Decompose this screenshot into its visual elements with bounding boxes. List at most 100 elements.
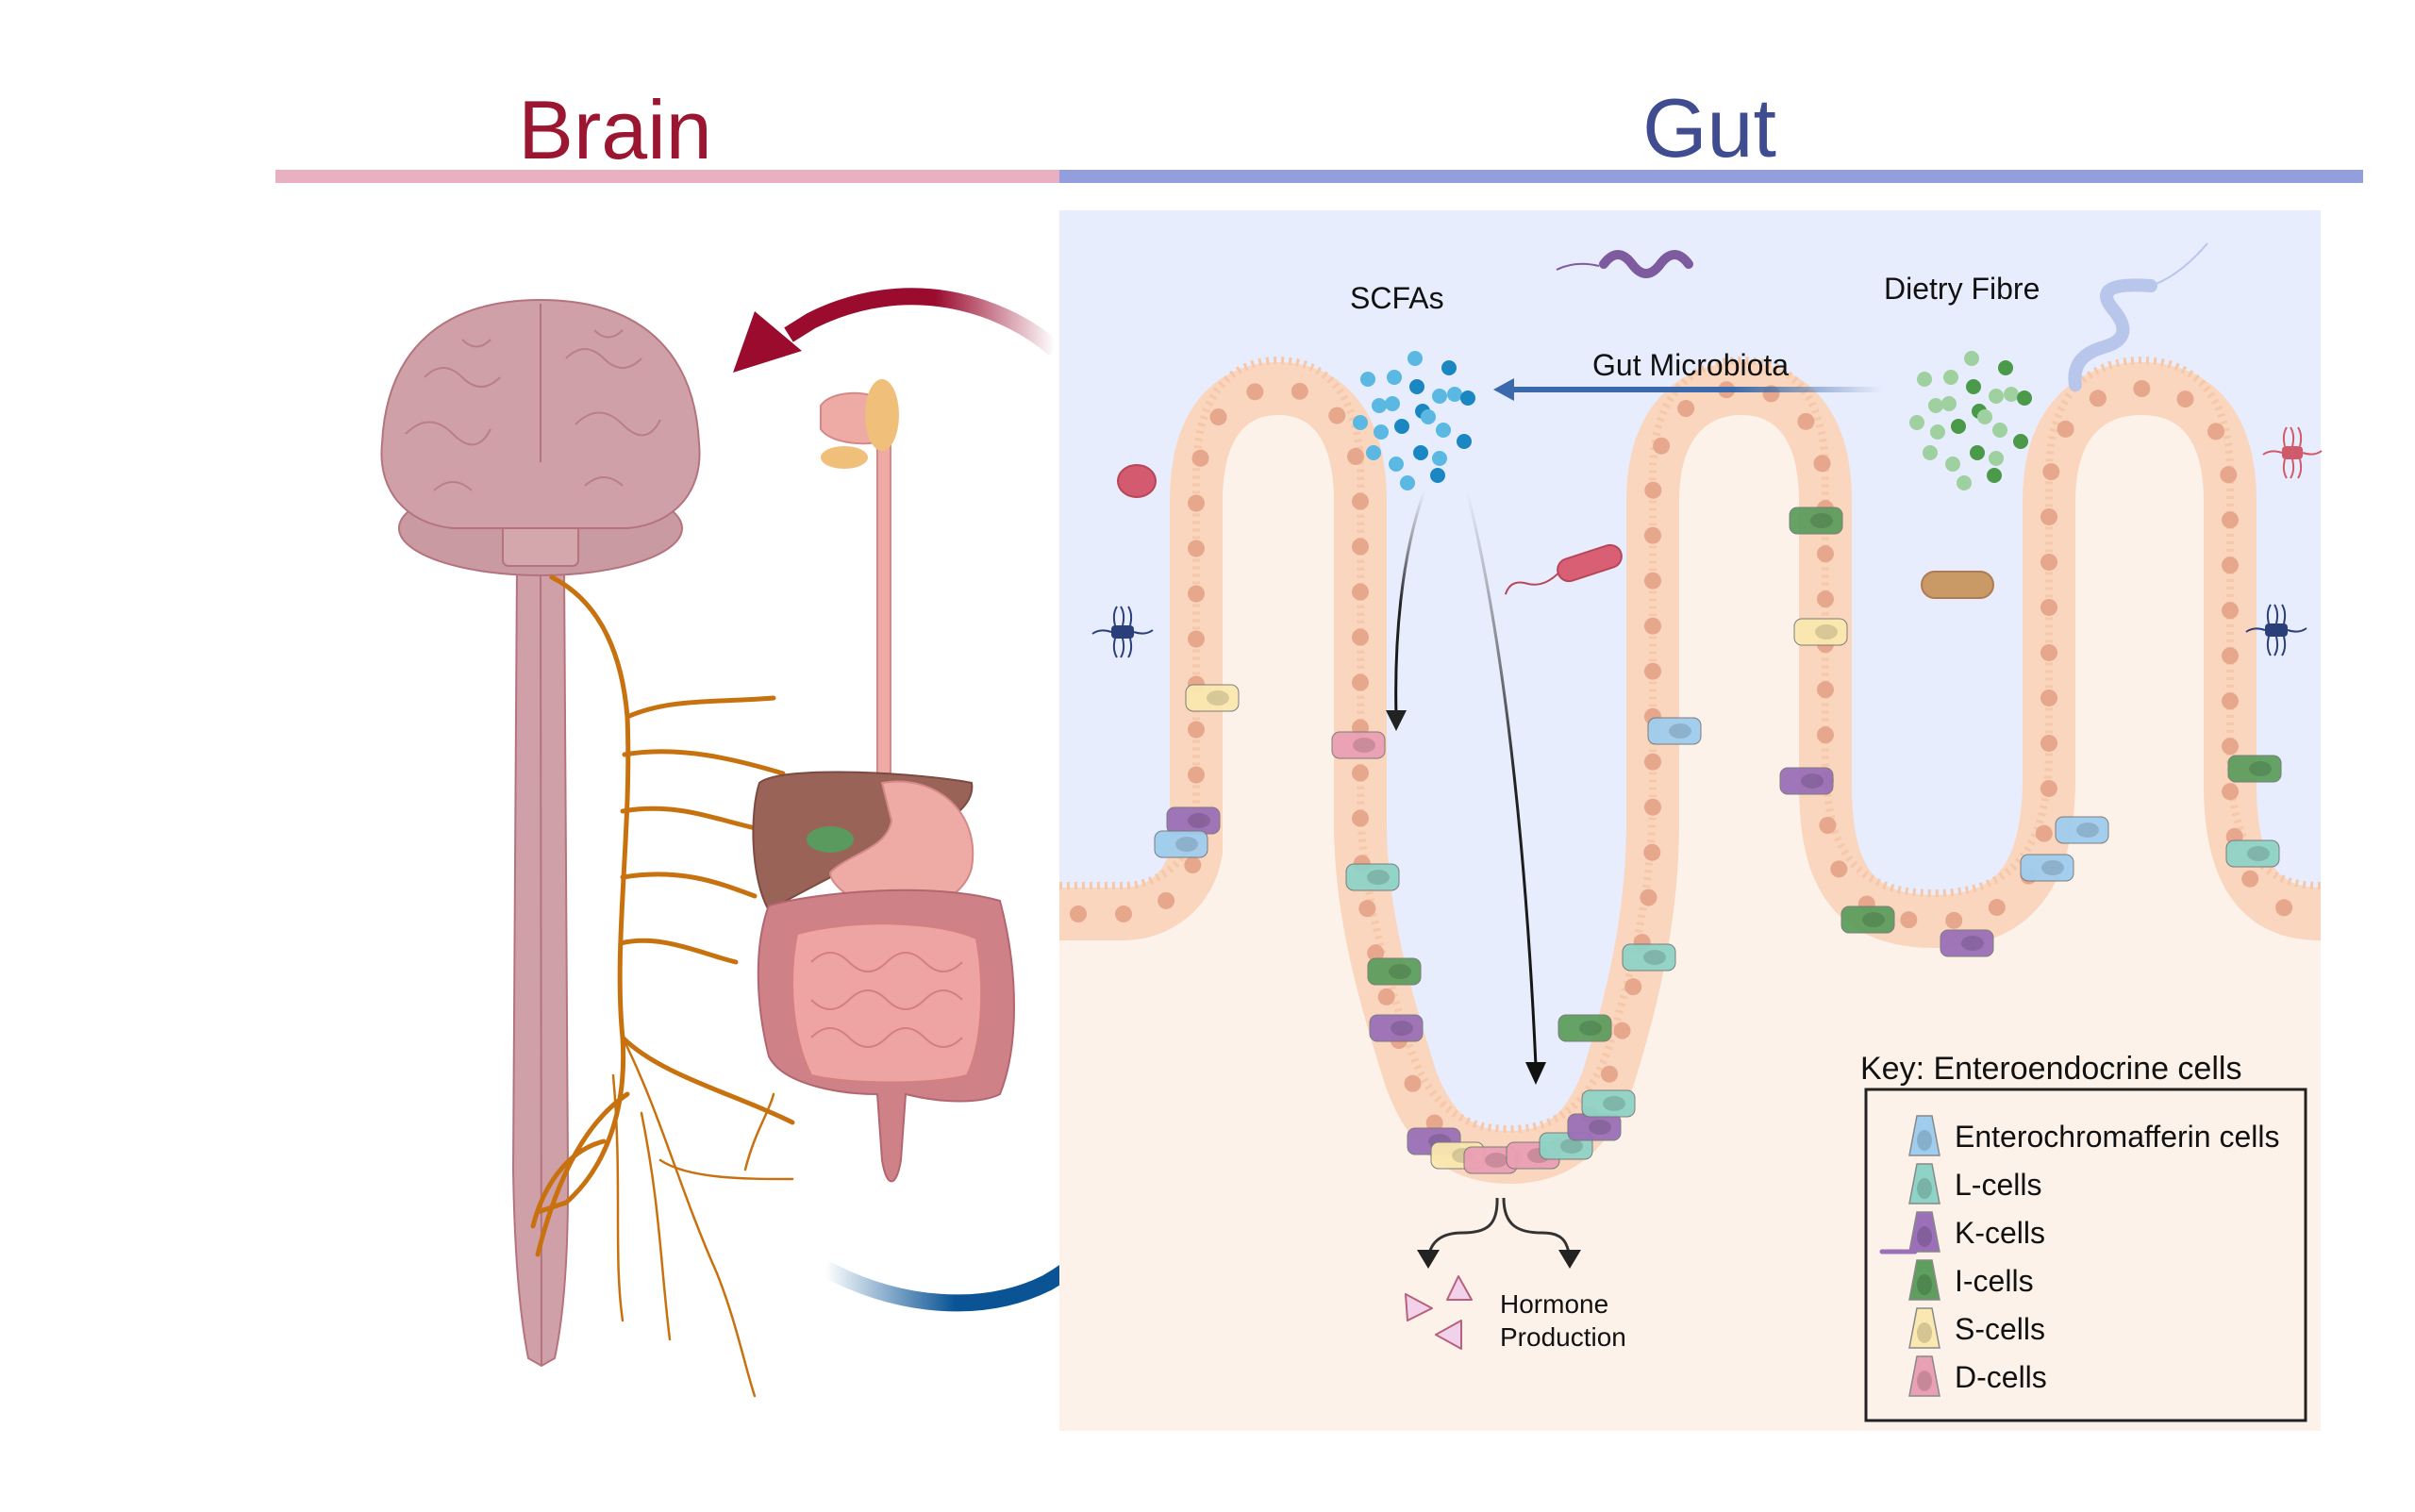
enterochromaffin-cell bbox=[2055, 816, 2109, 844]
scfa-molecule bbox=[1413, 445, 1428, 460]
gut-to-brain-arrow bbox=[733, 288, 1060, 373]
intestinal-tissue bbox=[1059, 415, 2321, 1431]
key-item: Enterochromafferin cells bbox=[1908, 1115, 2279, 1156]
i-cell bbox=[1789, 507, 1843, 535]
nucleus bbox=[1070, 906, 1087, 922]
nucleus bbox=[1404, 1074, 1422, 1092]
esophagus bbox=[876, 438, 891, 774]
k-cell-icon bbox=[1879, 1211, 1940, 1254]
k-cell bbox=[1940, 929, 1994, 957]
nucleus bbox=[2035, 824, 2053, 842]
gut-panel: SCFAs Dietry Fibre Gut Microbiota Hormo bbox=[1059, 210, 2323, 1431]
header: Brain Gut bbox=[275, 81, 2363, 183]
nucleus bbox=[2275, 899, 2293, 917]
nucleus bbox=[1188, 585, 1205, 603]
scfa-molecule bbox=[1385, 396, 1400, 411]
key-item: L-cells bbox=[1908, 1163, 2041, 1205]
scfa-molecule bbox=[1387, 370, 1402, 385]
fibre-molecule bbox=[1977, 409, 1992, 424]
brain-section-bar bbox=[275, 170, 1059, 183]
scfa-molecule bbox=[1457, 434, 1472, 449]
fibre-molecule bbox=[1941, 396, 1957, 411]
s-cell bbox=[1185, 684, 1240, 712]
nucleus bbox=[2176, 390, 2194, 408]
nucleus bbox=[1677, 400, 1695, 418]
bacterium-icon bbox=[2262, 426, 2323, 479]
fibre-molecule bbox=[1992, 423, 2007, 438]
k-cell bbox=[1166, 806, 1221, 835]
gut-microbiota-label: Gut Microbiota bbox=[1592, 348, 1789, 382]
scfa-molecule bbox=[1360, 372, 1375, 387]
nucleus bbox=[1352, 538, 1369, 556]
scfa-molecule bbox=[1430, 468, 1445, 483]
fibre-molecule bbox=[1970, 445, 1985, 460]
key-item-label: Enterochromafferin cells bbox=[1955, 1120, 2279, 1154]
nucleus bbox=[1328, 407, 1346, 424]
k-cell bbox=[1779, 767, 1834, 795]
i-cell bbox=[1840, 906, 1895, 934]
i-cell-icon bbox=[1908, 1259, 1940, 1301]
nucleus bbox=[2040, 779, 2057, 797]
nucleus bbox=[1352, 673, 1369, 691]
fibre-molecule bbox=[1957, 475, 1972, 490]
nucleus bbox=[2089, 390, 2107, 407]
gallbladder bbox=[807, 826, 854, 853]
nucleus bbox=[1352, 764, 1369, 782]
fibre-molecule bbox=[1930, 424, 1945, 440]
small-intestine bbox=[791, 922, 983, 1084]
nucleus bbox=[1900, 911, 1918, 929]
nucleus bbox=[1640, 889, 1657, 906]
hormone-production-label-line2: Production bbox=[1500, 1322, 1626, 1352]
nucleus bbox=[2222, 692, 2239, 710]
fibre-molecule bbox=[1964, 351, 1979, 366]
hormone-release-arrows bbox=[1417, 1197, 1581, 1269]
nucleus bbox=[1425, 1114, 1443, 1132]
fibre-molecule bbox=[1989, 451, 2004, 466]
nucleus bbox=[1601, 1065, 1619, 1083]
nucleus bbox=[1188, 494, 1205, 512]
scfa-molecule bbox=[1400, 475, 1415, 490]
nucleus bbox=[1191, 449, 1209, 467]
nucleus bbox=[1644, 798, 1661, 816]
dietary-fibre-label: Dietry Fibre bbox=[1884, 272, 2040, 306]
nucleus bbox=[1819, 817, 1837, 835]
nucleus bbox=[1188, 630, 1205, 648]
scfa-molecule bbox=[1366, 445, 1381, 460]
nucleus bbox=[1158, 891, 1175, 909]
nucleus bbox=[2133, 380, 2151, 398]
spirillum-icon bbox=[2068, 278, 2157, 391]
digestive-system-illustration bbox=[752, 379, 1015, 1183]
rod-bacterium-icon bbox=[1504, 543, 1623, 595]
nucleus bbox=[2241, 870, 2259, 888]
nucleus bbox=[1653, 437, 1671, 455]
nucleus bbox=[1188, 721, 1205, 739]
nucleus bbox=[1367, 944, 1385, 962]
key-item-label: D-cells bbox=[1955, 1360, 2047, 1394]
nucleus bbox=[1347, 447, 1365, 465]
l-cell bbox=[1622, 943, 1676, 972]
nucleus bbox=[1830, 860, 1848, 878]
fibre-molecule bbox=[1945, 457, 1960, 472]
fibre-molecule bbox=[1966, 379, 1981, 394]
i-cell bbox=[1367, 957, 1422, 986]
scfa-molecule bbox=[1374, 424, 1389, 440]
fibre-molecule bbox=[1917, 372, 1932, 387]
fibre-molecule bbox=[2017, 390, 2032, 406]
key-box bbox=[1864, 1088, 2307, 1422]
fibre-molecule bbox=[1998, 360, 2013, 375]
l-cell bbox=[1345, 863, 1400, 891]
k-cell bbox=[1567, 1113, 1622, 1141]
fibre-molecule bbox=[1989, 389, 2004, 404]
enterochromaffin-cell-icon bbox=[1908, 1115, 1940, 1156]
red-blood-cell-icon bbox=[1117, 464, 1157, 498]
nucleus bbox=[2220, 466, 2238, 484]
nucleus bbox=[1945, 911, 1963, 929]
l-cell bbox=[2225, 839, 2280, 868]
nucleus bbox=[1352, 583, 1369, 601]
nucleus bbox=[2040, 507, 2057, 525]
key-item: D-cells bbox=[1908, 1355, 2047, 1397]
gut-section-bar bbox=[1059, 170, 2363, 183]
hormone-production-label-line1: Hormone bbox=[1500, 1289, 1608, 1319]
fibre-molecule bbox=[1923, 445, 1938, 460]
nucleus bbox=[1351, 492, 1369, 510]
